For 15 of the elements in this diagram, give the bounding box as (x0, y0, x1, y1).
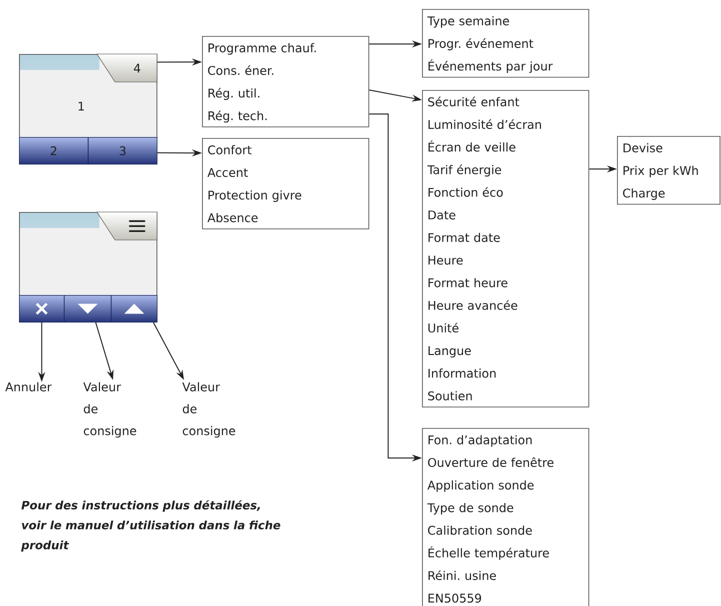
button (19, 295, 64, 322)
button: 2 (19, 137, 88, 164)
function-label: Valeur de consigne (182, 382, 236, 438)
menu-box: Confort Accent Protection givre Absence (202, 138, 370, 230)
menu-box: Fon. d’adaptation Ouverture de fenêtre Application sonde Type de sonde Calibration sonde Échelle température Réini. usine EN50559 (422, 428, 590, 606)
function-label: Valeur de consigne (83, 382, 136, 438)
button (111, 295, 158, 322)
button (64, 295, 112, 322)
menu-box: Sécurité enfant Luminosité d’écran Écran de veille Tarif énergie Fonction éco Date Format date Heure Format heure Heure avancée Unité Langue Information Soutien (422, 90, 590, 408)
menu-box: Programme chauf. Cons. éner. Rég. util. Rég. tech. (202, 36, 370, 128)
menu-box: Type semaine Progr. événement Événements par jour (422, 9, 590, 78)
function-label: Annuler (5, 382, 52, 392)
button: 3 (88, 137, 158, 164)
menu-box: Devise Prix per kWh Charge (617, 136, 720, 205)
note-text: Pour des instructions plus détaillées, voir le manuel d’utilisation dans la fiche produit (21, 500, 280, 552)
